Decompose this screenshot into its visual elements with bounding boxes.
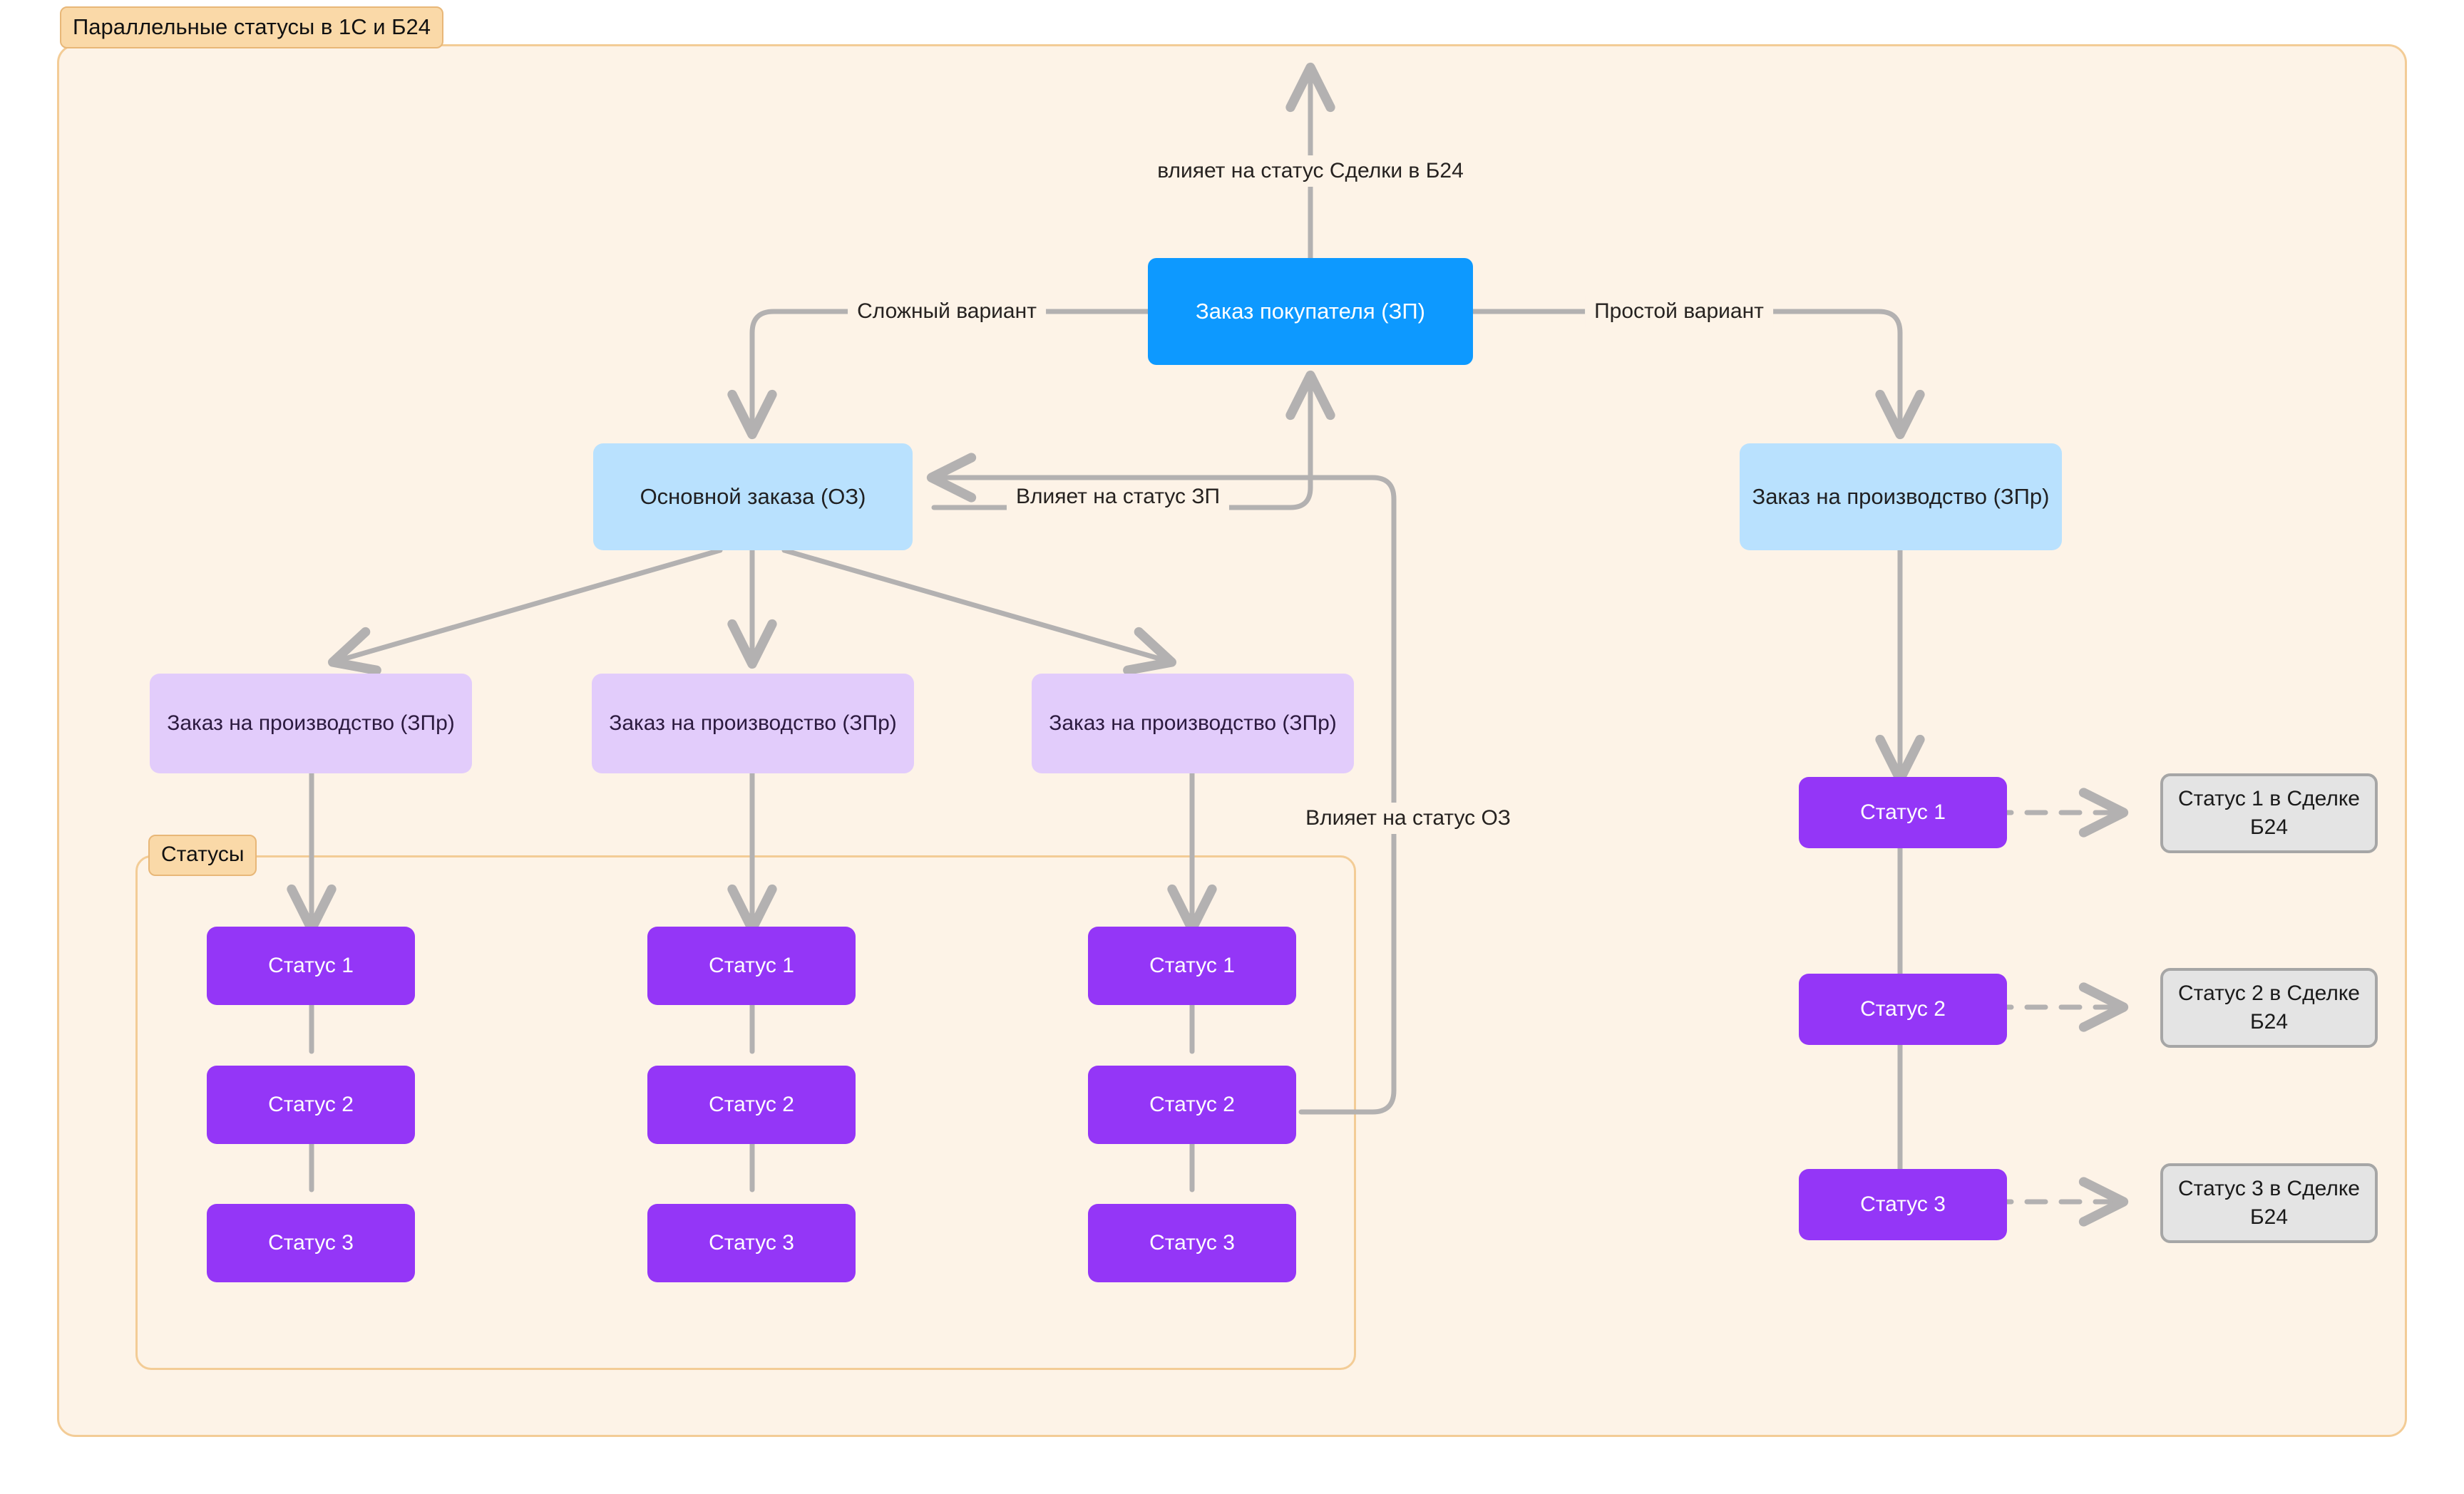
node-status-c2-2[interactable]: Статус 2 <box>647 1066 856 1144</box>
node-production-order-1[interactable]: Заказ на производство (ЗПр) <box>150 674 472 773</box>
node-order-customer[interactable]: Заказ покупателя (ЗП) <box>1148 258 1473 365</box>
node-main-order[interactable]: Основной заказа (ОЗ) <box>593 443 913 550</box>
node-production-order-3[interactable]: Заказ на производство (ЗПр) <box>1032 674 1354 773</box>
node-status-simple-2[interactable]: Статус 2 <box>1799 974 2007 1045</box>
node-status-c3-2[interactable]: Статус 2 <box>1088 1066 1296 1144</box>
edge-label-affects-oz: Влияет на статус ОЗ <box>1296 803 1520 834</box>
node-production-order-simple[interactable]: Заказ на производство (ЗПр) <box>1740 443 2062 550</box>
main-group-label: Параллельные статусы в 1С и Б24 <box>60 6 443 48</box>
node-status-c2-1[interactable]: Статус 1 <box>647 927 856 1005</box>
node-production-order-2[interactable]: Заказ на производство (ЗПр) <box>592 674 914 773</box>
node-status-simple-1[interactable]: Статус 1 <box>1799 777 2007 848</box>
node-status-c1-2[interactable]: Статус 2 <box>207 1066 415 1144</box>
edge-label-simple-variant: Простой вариант <box>1585 296 1773 327</box>
node-status-simple-3[interactable]: Статус 3 <box>1799 1169 2007 1240</box>
edge-label-affects-deal-b24: влияет на статус Сделки в Б24 <box>1148 155 1473 187</box>
node-b24-status-1[interactable]: Статус 1 в Сделке Б24 <box>2160 773 2378 853</box>
edge-label-affects-zp: Влияет на статус ЗП <box>1006 481 1230 512</box>
node-b24-status-3[interactable]: Статус 3 в Сделке Б24 <box>2160 1163 2378 1243</box>
node-status-c3-3[interactable]: Статус 3 <box>1088 1204 1296 1282</box>
node-status-c1-3[interactable]: Статус 3 <box>207 1204 415 1282</box>
edge-label-complex-variant: Сложный вариант <box>848 296 1046 327</box>
node-status-c2-3[interactable]: Статус 3 <box>647 1204 856 1282</box>
node-status-c3-1[interactable]: Статус 1 <box>1088 927 1296 1005</box>
node-status-c1-1[interactable]: Статус 1 <box>207 927 415 1005</box>
node-b24-status-2[interactable]: Статус 2 в Сделке Б24 <box>2160 968 2378 1048</box>
statuses-group-label: Статусы <box>148 835 257 876</box>
